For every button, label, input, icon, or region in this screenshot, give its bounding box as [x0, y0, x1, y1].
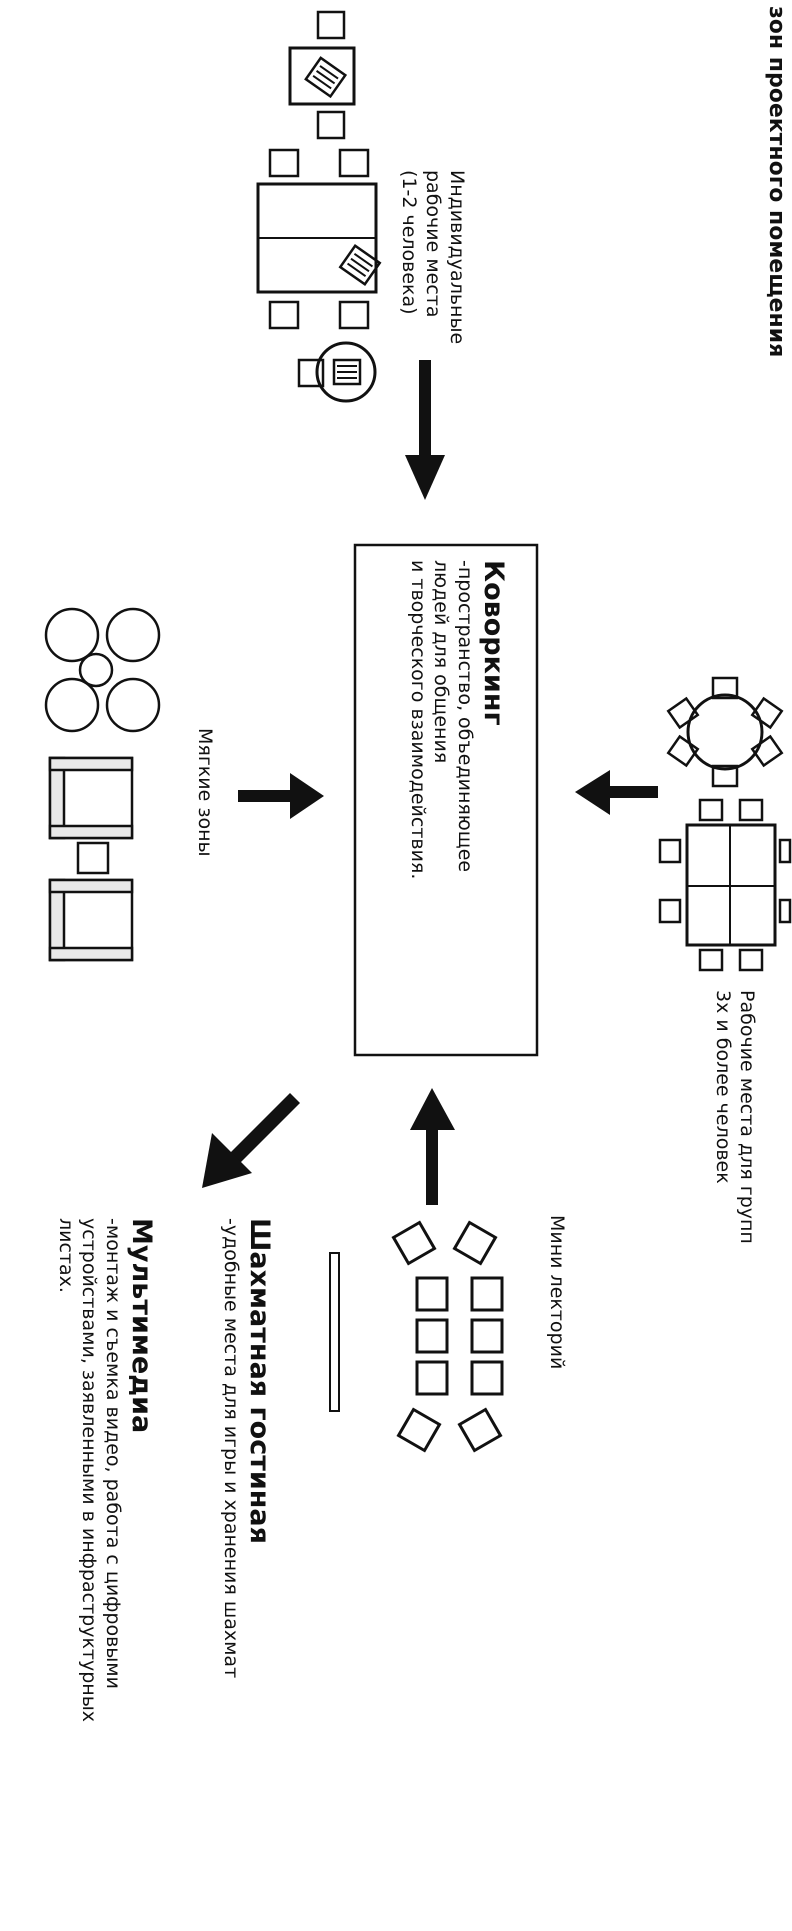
individual-workplaces-icon — [256, 10, 382, 403]
chess-table-icon — [329, 1252, 340, 1412]
soft-zones-icon — [44, 607, 161, 962]
arrow-lecture-to-coworking — [410, 1088, 455, 1205]
individual-workplaces-label: Индивидуальные рабочие места (1-2 челове… — [398, 170, 469, 345]
mini-lecture-icon — [391, 1220, 504, 1453]
coworking-text: Коворкинг -пространство, объединяющее лю… — [406, 560, 509, 880]
chess-heading: Шахматная гостиная — [244, 1218, 275, 1544]
page-title: зон проектного помещения — [764, 6, 789, 358]
group-workplaces-icon — [658, 676, 792, 972]
chess-lounge-text: Шахматная гостиная -удобные места для иг… — [220, 1218, 275, 1679]
arrow-groups-to-coworking — [575, 770, 658, 815]
arrow-coworking-to-chess — [202, 1093, 300, 1188]
mini-lecture-label: Мини лекторий — [546, 1215, 568, 1370]
arrow-soft-to-coworking — [238, 773, 324, 819]
group-workplaces-label: Рабочие места для групп 3х и более челов… — [712, 990, 758, 1244]
soft-zones-label: Мягкие зоны — [194, 728, 216, 857]
arrow-individual-to-coworking — [405, 360, 445, 500]
coworking-heading: Коворкинг — [478, 560, 509, 726]
coworking-box — [353, 543, 539, 1057]
multimedia-heading: Мультимедиа — [126, 1218, 157, 1434]
multimedia-text: Мультимедиа -монтаж и съемка видео, рабо… — [54, 1218, 157, 1722]
